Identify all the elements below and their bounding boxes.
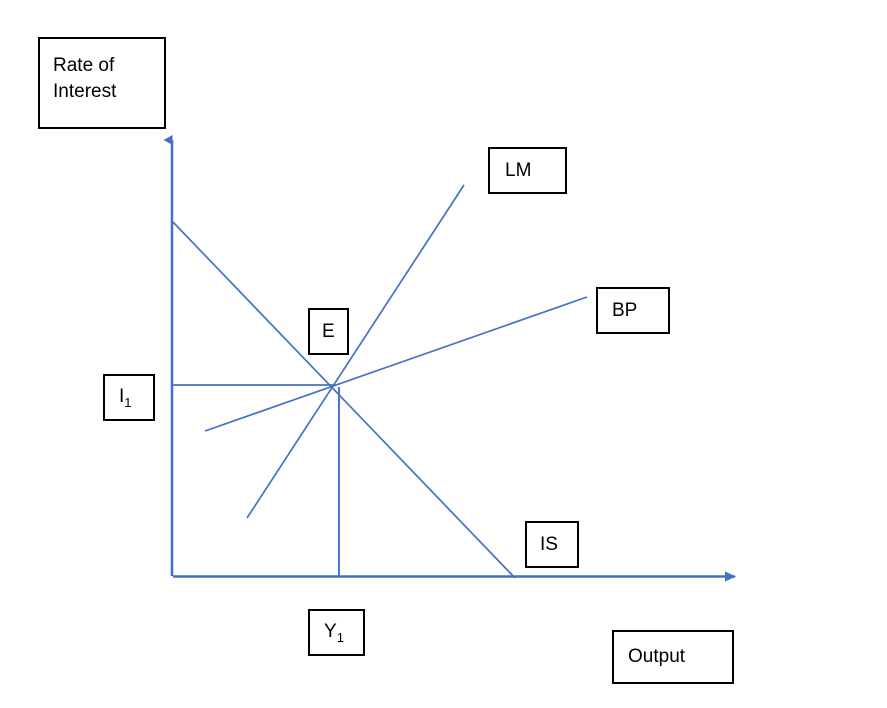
is-curve xyxy=(171,220,516,579)
equilibrium-label-box: E xyxy=(308,308,349,355)
interest-rate-label-box: I1 xyxy=(103,374,155,421)
lm-curve xyxy=(246,184,465,519)
output-level-label-text: Y1 xyxy=(324,619,344,646)
bp-curve-label-box: BP xyxy=(596,287,670,334)
y-axis-label-box: Rate of Interest xyxy=(38,37,166,129)
lm-curve-label-box: LM xyxy=(488,147,567,194)
x-axis-label-text: Output xyxy=(628,646,686,668)
interest-rate-label-text: I1 xyxy=(119,384,132,411)
is-curve-label-box: IS xyxy=(525,521,579,568)
bp-curve-label-text: BP xyxy=(612,299,638,321)
is-curve-label-text: IS xyxy=(540,533,558,555)
lm-curve-label-text: LM xyxy=(505,159,532,181)
equilibrium-label-text: E xyxy=(322,320,335,342)
output-level-label-base: Y xyxy=(324,620,337,642)
interest-rate-label-base: I xyxy=(119,385,125,407)
y-axis-label-text: Rate of Interest xyxy=(53,55,117,102)
output-level-label-box: Y1 xyxy=(308,609,365,656)
output-level-label-subscript: 1 xyxy=(336,629,344,645)
bp-curve xyxy=(204,296,588,432)
x-axis-label-box: Output xyxy=(612,630,734,684)
interest-rate-label-subscript: 1 xyxy=(124,394,132,410)
